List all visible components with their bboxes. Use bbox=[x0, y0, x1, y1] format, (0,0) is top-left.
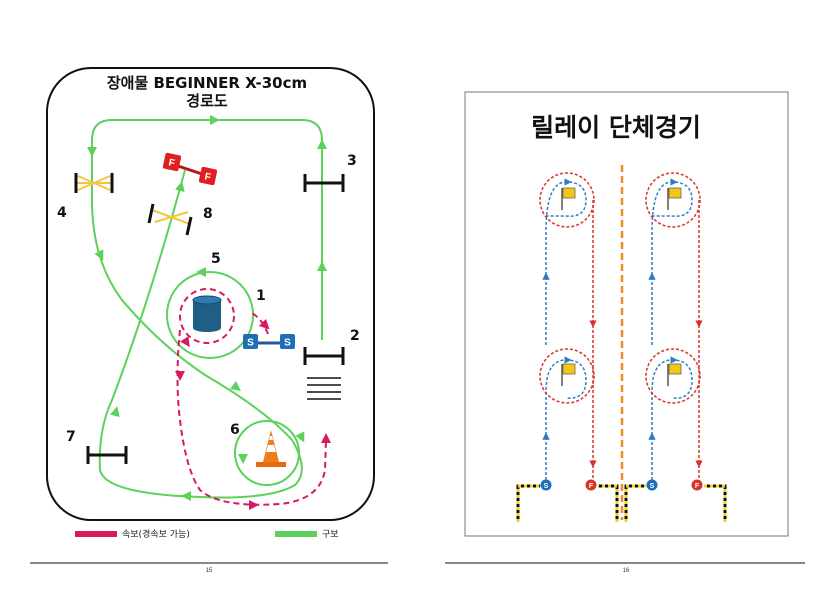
fast-route bbox=[175, 288, 331, 510]
relay-finish-marker: F bbox=[585, 479, 597, 491]
arena-border bbox=[46, 67, 375, 521]
obstacle-8 bbox=[147, 203, 193, 236]
flag-icon bbox=[667, 363, 682, 386]
legend-fast-swatch bbox=[75, 531, 117, 537]
legend: 속보(경속보 가능) 구보 bbox=[75, 528, 339, 540]
flag-icon bbox=[561, 187, 576, 210]
obstacle-number-3: 3 bbox=[347, 153, 357, 169]
legend-fast-label: 속보(경속보 가능) bbox=[122, 528, 190, 540]
obstacle-number-2: 2 bbox=[350, 328, 360, 344]
start-gate-right bbox=[624, 484, 727, 522]
course-title: 장애물 BEGINNER X-30cm bbox=[107, 74, 307, 92]
relay-frame bbox=[464, 91, 789, 537]
obstacle-3 bbox=[303, 174, 345, 192]
flag-icon bbox=[561, 363, 576, 386]
relay-lane-left bbox=[539, 172, 597, 480]
svg-text:F: F bbox=[589, 483, 594, 490]
relay-start-marker: S bbox=[540, 479, 552, 491]
obstacle-7 bbox=[86, 446, 128, 464]
barrel-icon bbox=[192, 295, 222, 332]
relay-finish-marker: F bbox=[691, 479, 703, 491]
ground-poles bbox=[307, 377, 341, 400]
obstacle-number-5: 5 bbox=[211, 251, 221, 267]
svg-text:F: F bbox=[204, 171, 212, 183]
page-number-left: 15 bbox=[206, 568, 213, 574]
relay-title: 릴레이 단체경기 bbox=[531, 113, 701, 142]
obstacle-number-8: 8 bbox=[203, 206, 213, 222]
obstacle-number-6: 6 bbox=[230, 422, 240, 438]
left-page: 장애물 BEGINNER X-30cm 경로도 bbox=[30, 67, 388, 574]
svg-text:F: F bbox=[695, 483, 700, 490]
svg-text:S: S bbox=[544, 483, 549, 490]
svg-text:S: S bbox=[284, 338, 291, 349]
svg-text:F: F bbox=[168, 157, 176, 169]
page-number-right: 16 bbox=[623, 568, 630, 574]
right-page: 릴레이 단체경기 bbox=[445, 91, 805, 574]
obstacle-number-1: 1 bbox=[256, 288, 266, 304]
flag-icon bbox=[667, 187, 682, 210]
obstacle-number-4: 4 bbox=[57, 205, 67, 221]
cone-icon bbox=[256, 430, 286, 467]
start-marker: S S bbox=[243, 334, 295, 349]
finish-marker: F F bbox=[162, 152, 218, 186]
walk-route bbox=[87, 119, 327, 501]
svg-text:S: S bbox=[247, 338, 254, 349]
course-subtitle: 경로도 bbox=[186, 92, 228, 110]
legend-walk-swatch bbox=[275, 531, 317, 537]
relay-start-marker: S bbox=[646, 479, 658, 491]
svg-text:S: S bbox=[650, 483, 655, 490]
obstacle-2 bbox=[303, 347, 345, 365]
legend-walk-label: 구보 bbox=[322, 529, 339, 540]
relay-lane-right bbox=[645, 172, 703, 480]
obstacle-number-7: 7 bbox=[66, 429, 76, 445]
start-gate-left bbox=[516, 484, 619, 522]
obstacle-4 bbox=[74, 173, 114, 193]
